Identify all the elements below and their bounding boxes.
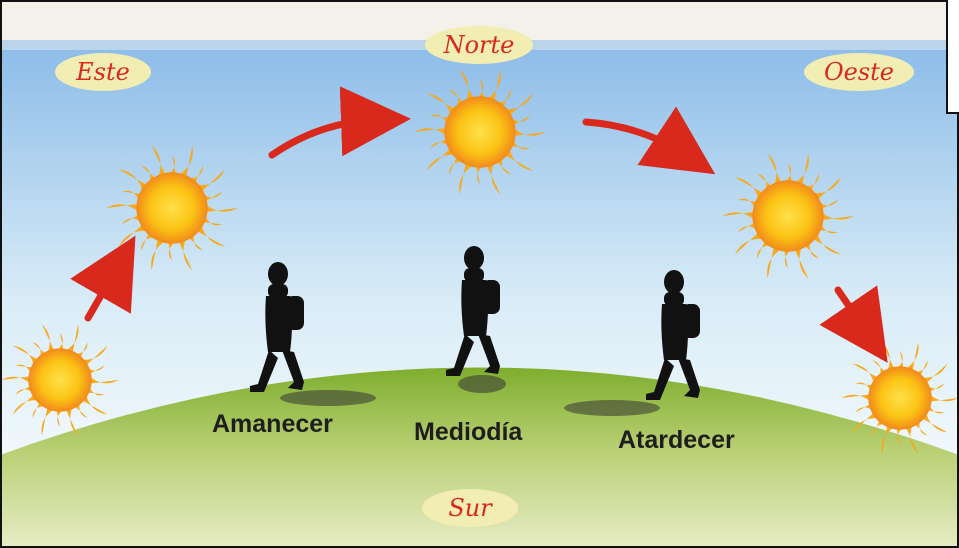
shadow-midday — [458, 375, 506, 393]
label-north: Norte — [425, 26, 533, 64]
label-midday: Mediodía — [414, 418, 522, 447]
label-sunset: Atardecer — [618, 426, 735, 455]
label-south: Sur — [422, 489, 518, 527]
label-sunrise: Amanecer — [212, 410, 333, 439]
shadow-sunset — [564, 400, 660, 416]
corner-note-box — [946, 0, 959, 114]
label-west: Oeste — [804, 53, 914, 91]
label-east: Este — [55, 53, 151, 91]
shadow-sunrise — [280, 390, 376, 406]
